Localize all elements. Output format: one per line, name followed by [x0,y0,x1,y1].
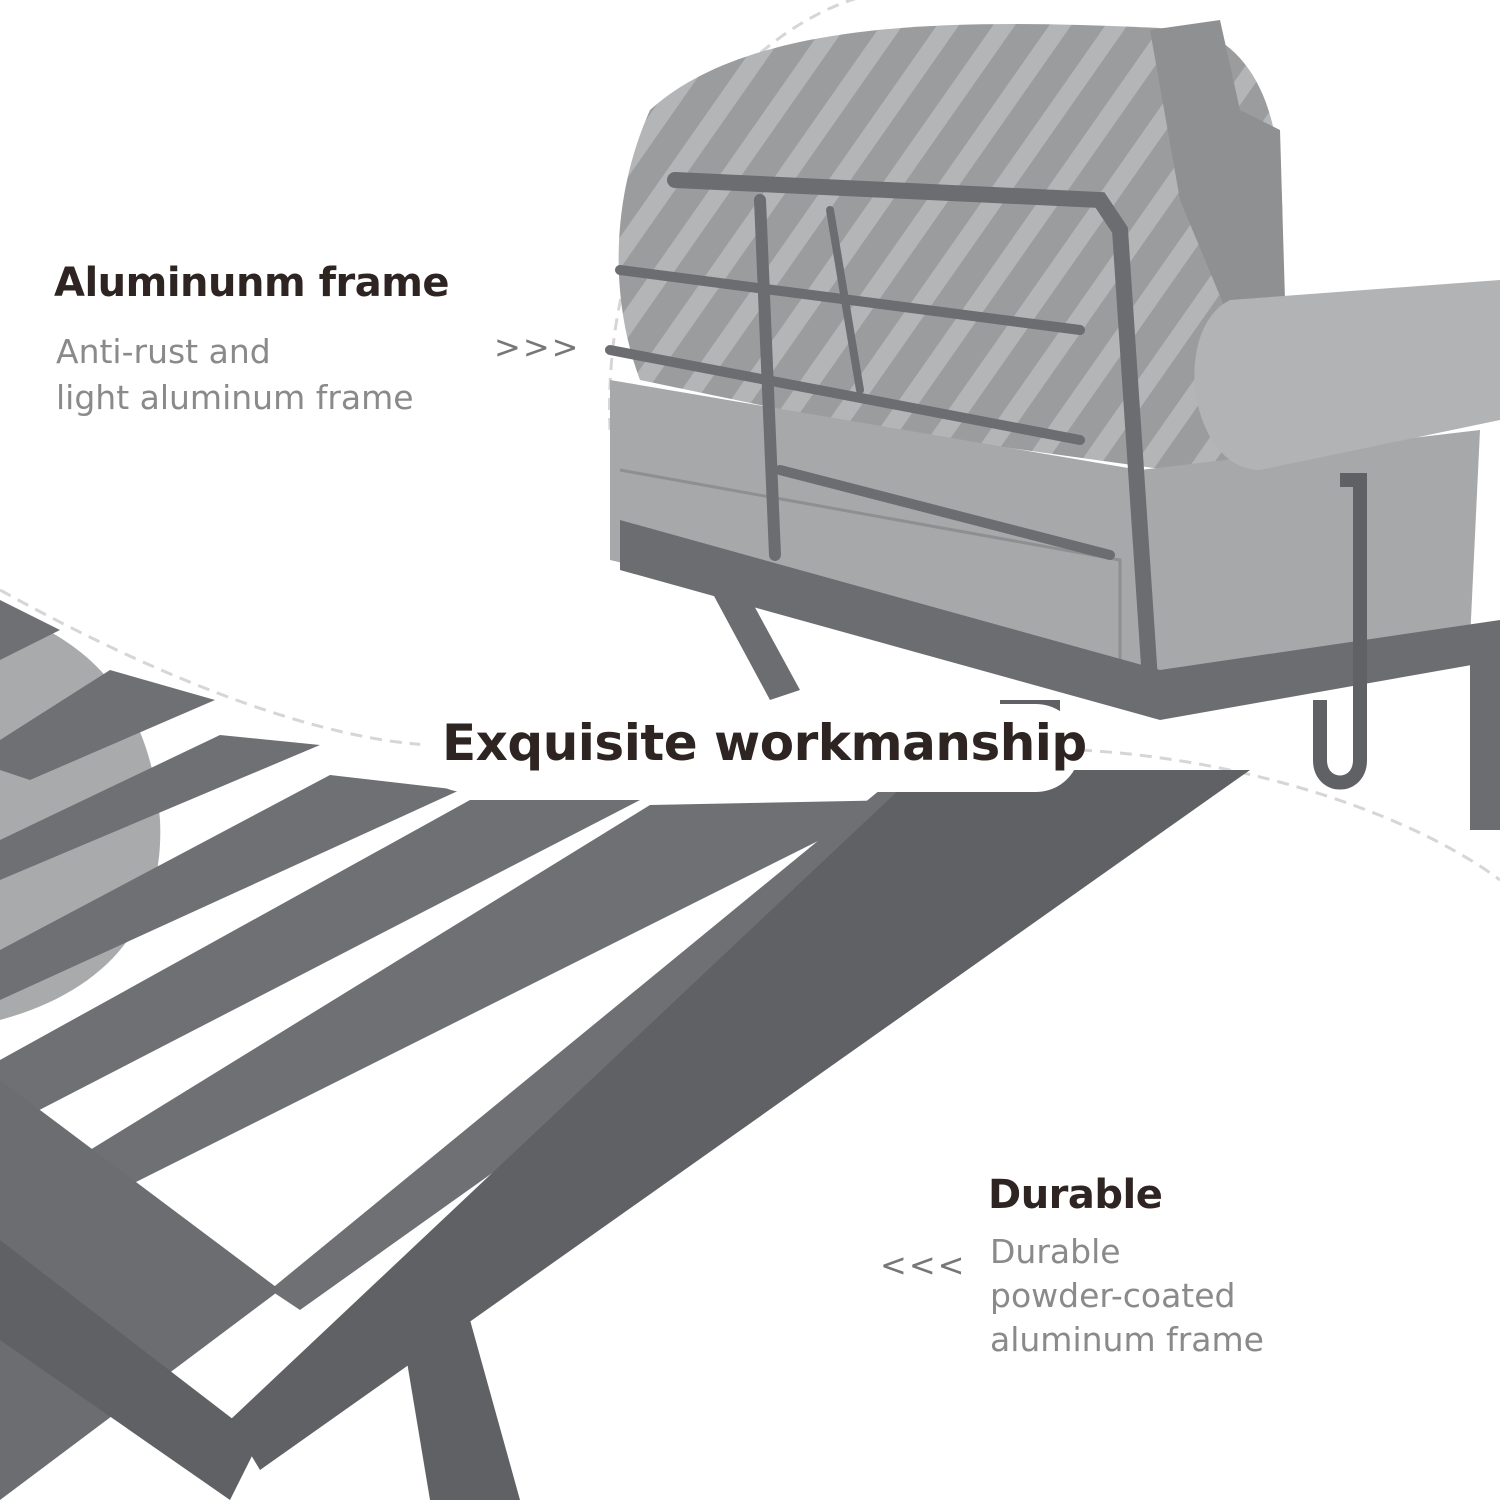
feature-description-durable-line3: aluminum frame [990,1320,1264,1359]
bench-end-frame [0,1080,280,1500]
bench-front-rail [230,770,1250,1470]
arm-bracket [1313,473,1367,790]
workmanship-label-background [420,704,1080,792]
feature-title-workmanship: Exquisite workmanship [442,714,1087,772]
sofa-leg-right [1470,640,1500,830]
bench-corner [0,1240,260,1500]
seat-cushion-seam [619,468,1122,680]
bench-leg [400,1320,520,1500]
detail-circle-outline-left [0,588,431,747]
bolster-pillow [1194,280,1500,470]
feature-title-frame: Aluminunm frame [54,260,450,306]
arrow-left-indicator: <<< [880,1246,967,1284]
feature-description-durable-line1: Durable [990,1232,1121,1271]
arrow-right-indicator: >>> [494,328,581,366]
feature-description-durable-line2: powder-coated [990,1276,1236,1315]
feature-description-frame-line1: Anti-rust and [56,332,271,371]
detail-circle-outline-right [1079,748,1500,882]
sofa-leg [700,570,800,700]
back-cushion [618,23,1283,480]
feature-description-frame-line2: light aluminum frame [56,378,414,417]
back-rail [605,172,1158,688]
sofa-base-frame [620,520,1500,720]
feature-title-durable: Durable [988,1172,1163,1218]
side-cushion [1150,20,1285,320]
